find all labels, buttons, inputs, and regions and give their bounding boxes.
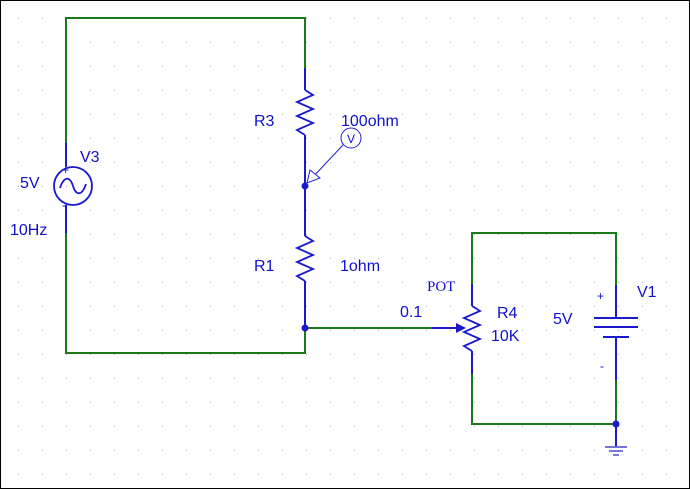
v1-value-label: 5V <box>553 311 573 328</box>
v3-minus-sign: - <box>62 198 66 212</box>
junction-dot-bottom <box>301 324 309 332</box>
v1-name-label: V1 <box>637 284 657 301</box>
wiper-arrow-icon <box>456 323 466 333</box>
wire-pot-to-v1-bottom[interactable] <box>471 374 617 425</box>
v3-source[interactable]: + - <box>53 143 93 233</box>
v3-frequency-label: 10Hz <box>10 222 47 239</box>
r4-value-label: 10K <box>491 328 520 345</box>
r1-value-label: 1ohm <box>340 258 380 275</box>
v1-minus-sign: - <box>600 359 604 373</box>
r4-potentiometer[interactable] <box>432 284 483 374</box>
r3-value-label: 100ohm <box>341 113 399 130</box>
v3-name-label: V3 <box>80 149 100 166</box>
wire-top-loop[interactable] <box>65 17 306 143</box>
r4-model-label: POT <box>427 279 455 295</box>
wire-bottom-loop[interactable] <box>65 233 306 354</box>
probe-arrow-icon <box>306 169 321 184</box>
wires <box>65 17 617 425</box>
v3-circle <box>53 166 93 206</box>
r4-name-label: R4 <box>497 305 518 322</box>
v1-battery[interactable]: + - <box>594 285 638 380</box>
v1-plus-sign: + <box>597 289 604 303</box>
wire-pot-to-v1-top[interactable] <box>471 232 617 285</box>
ground-icon[interactable] <box>605 420 627 456</box>
probe-label: V <box>347 132 355 146</box>
r3-name-label: R3 <box>254 113 275 130</box>
v3-amplitude-label: 5V <box>20 175 40 192</box>
v3-plus-sign: + <box>62 163 69 177</box>
r4-setting-label: 0.1 <box>400 304 422 321</box>
r3-resistor[interactable] <box>294 68 316 186</box>
junction-dot-mid <box>301 182 309 190</box>
r1-resistor[interactable] <box>294 186 316 328</box>
dot-grid <box>18 18 667 475</box>
probe-circle <box>340 127 362 149</box>
voltage-probe[interactable]: V <box>306 127 362 184</box>
sine-wave-icon <box>59 177 87 195</box>
r1-name-label: R1 <box>254 258 275 275</box>
